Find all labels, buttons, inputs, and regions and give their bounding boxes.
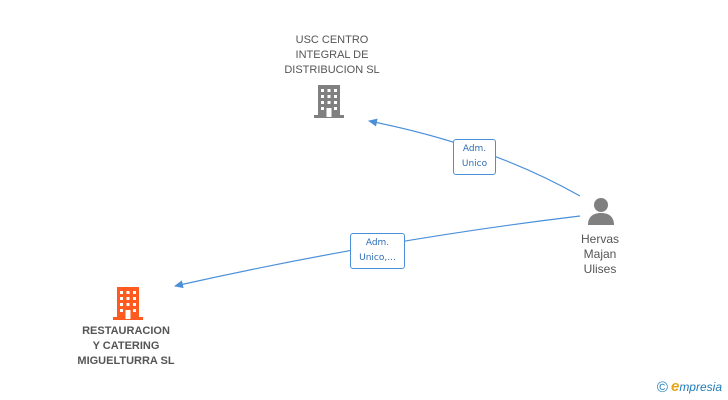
edge-label-restauracion-line-2: Unico,...	[359, 253, 396, 263]
node-usc-label[interactable]: USC CENTRO INTEGRAL DE DISTRIBUCION SL	[268, 33, 396, 78]
edge-label-usc-line-1: Adm.	[462, 144, 487, 154]
person-icon[interactable]	[586, 196, 616, 226]
node-usc-line-1: USC CENTRO	[295, 34, 369, 46]
node-usc-line-3: DISTRIBUCION SL	[284, 64, 380, 76]
node-restauracion-label[interactable]: RESTAURACION Y CATERING MIGUELTURRA SL	[60, 324, 192, 369]
node-restauracion-line-3: MIGUELTURRA SL	[77, 355, 175, 367]
node-person-line-2: Majan	[583, 247, 617, 261]
building-icon[interactable]	[111, 285, 145, 321]
building-icon[interactable]	[312, 83, 346, 119]
node-person-line-1: Hervas	[580, 232, 619, 246]
empresia-watermark: ©empresia	[657, 378, 722, 396]
node-restauracion-line-1: RESTAURACION	[82, 325, 170, 337]
empresia-logo-initial: e	[670, 378, 680, 395]
edge-label-restauracion[interactable]: Adm. Unico,...	[350, 233, 405, 269]
edge-label-restauracion-line-1: Adm.	[365, 238, 390, 248]
copyright-icon: ©	[656, 379, 668, 396]
node-person-label[interactable]: Hervas Majan Ulises	[564, 232, 636, 277]
edge-label-usc-line-2: Unico	[461, 159, 488, 169]
empresia-logo-text: mpresia	[679, 380, 722, 394]
node-restauracion-line-2: Y CATERING	[92, 340, 160, 352]
node-person-line-3: Ulises	[583, 262, 617, 276]
edge-label-usc[interactable]: Adm. Unico	[453, 139, 496, 175]
node-usc-line-2: INTEGRAL DE	[295, 49, 369, 61]
